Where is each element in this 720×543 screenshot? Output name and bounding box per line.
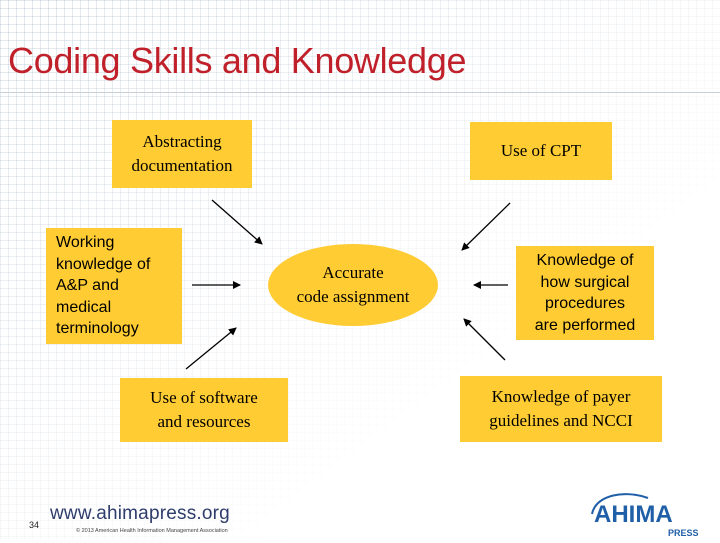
- node-payer-guidelines: Knowledge of payer guidelines and NCCI: [460, 376, 662, 442]
- slide-number: 34: [29, 520, 40, 530]
- node-surgical-label: Knowledge of how surgical procedures are…: [534, 252, 636, 334]
- node-software-resources: Use of software and resources: [120, 378, 288, 442]
- slide-title: Coding Skills and Knowledge: [8, 40, 467, 81]
- node-working-knowledge: Working knowledge of A&P and medical ter…: [46, 228, 182, 344]
- node-surgical-knowledge: Knowledge of how surgical procedures are…: [516, 246, 654, 340]
- node-cpt-label: Use of CPT: [500, 141, 582, 160]
- arrow-from-cpt: [461, 202, 511, 251]
- footer-url[interactable]: www.ahimapress.org: [50, 503, 230, 524]
- center-node-accurate-code-assignment: Accurate code assignment: [268, 244, 438, 326]
- arrow-from-abstracting: [211, 199, 263, 245]
- node-working-knowledge-label: Working knowledge of A&P and medical ter…: [56, 234, 151, 338]
- ahima-logo-icon: AHIMA PRESS: [591, 493, 699, 538]
- arrow-from-software: [185, 327, 237, 370]
- arrow-from-payer: [463, 318, 506, 361]
- node-use-of-cpt: Use of CPT: [470, 122, 612, 180]
- node-payer-label: Knowledge of payer guidelines and NCCI: [489, 387, 633, 430]
- logo-text: AHIMA: [594, 501, 673, 528]
- logo-subtext: PRESS: [668, 528, 699, 538]
- node-abstracting-documentation: Abstracting documentation: [112, 120, 252, 188]
- title-divider: [0, 92, 720, 93]
- node-software-label: Use of software and resources: [150, 388, 258, 431]
- copyright-notice: © 2013 American Health Information Manag…: [76, 528, 228, 534]
- ahima-press-logo: AHIMA PRESS: [586, 488, 712, 538]
- node-abstracting-label: Abstracting documentation: [131, 132, 233, 175]
- center-node-label: Accurate code assignment: [296, 263, 410, 306]
